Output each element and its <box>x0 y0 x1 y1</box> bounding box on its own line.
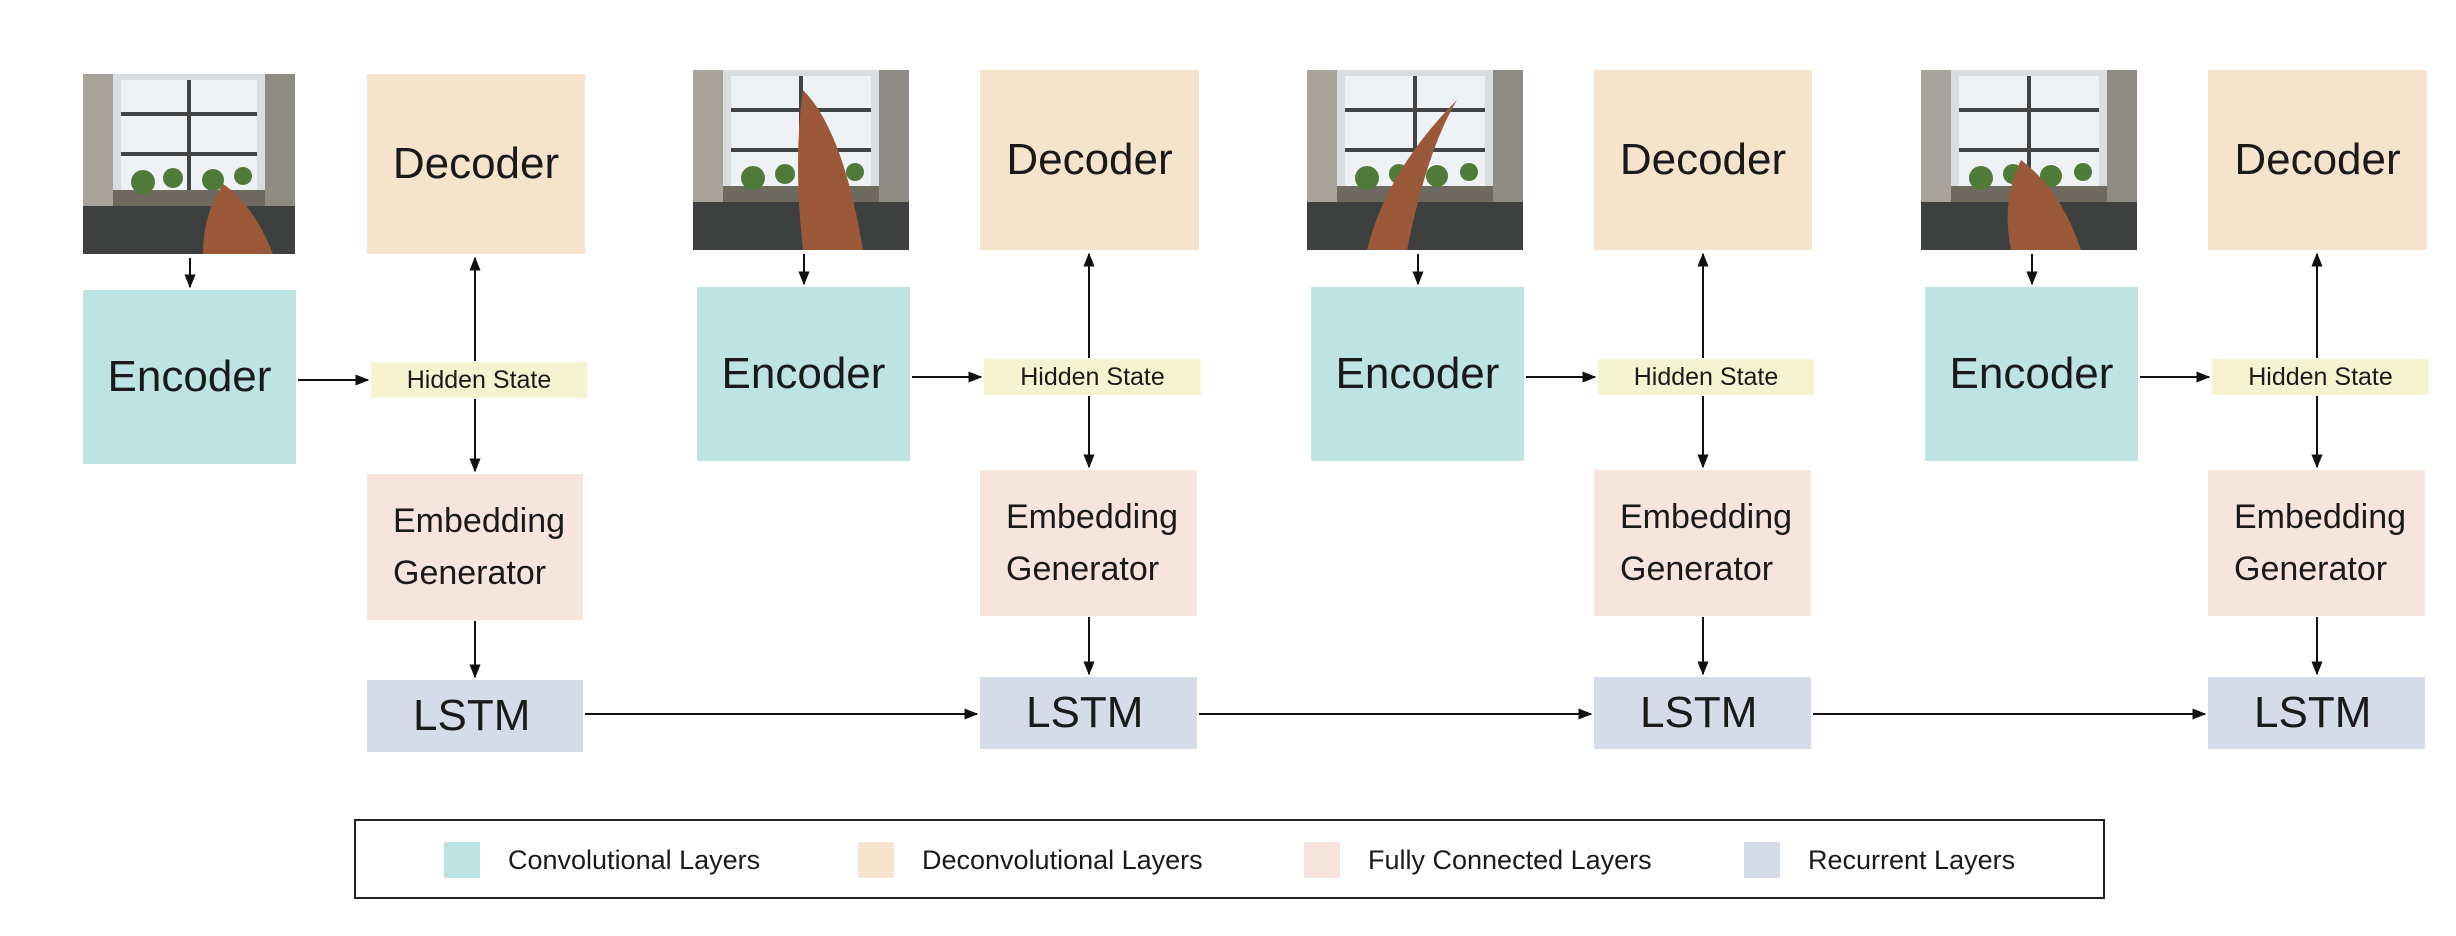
hidden-state-1: Hidden State <box>371 362 587 398</box>
embedding-label-line1: Embedding <box>393 502 566 540</box>
legend-swatch-deconvolutional <box>858 842 894 878</box>
embedding-generator-2: Embedding Generator <box>980 470 1197 616</box>
embedding-generator-4: Embedding Generator <box>2208 470 2425 616</box>
embedding-generator-3: Embedding Generator <box>1594 470 1811 616</box>
encoder-box-3: Encoder <box>1311 287 1524 461</box>
decoder-box-2: Decoder <box>980 70 1199 250</box>
embedding-generator-1: Embedding Generator <box>367 474 583 620</box>
legend-label-deconvolutional: Deconvolutional Layers <box>922 845 1203 875</box>
hidden-state-3: Hidden State <box>1598 359 1814 395</box>
legend: Convolutional Layers Deconvolutional Lay… <box>354 819 2105 899</box>
lstm-box-4: LSTM <box>2208 677 2425 749</box>
lstm-box-1: LSTM <box>367 680 583 752</box>
legend-swatch-fully-connected <box>1304 842 1340 878</box>
embedding-label-line1: Embedding <box>1620 498 1793 536</box>
legend-label-fully-connected: Fully Connected Layers <box>1368 845 1652 875</box>
hidden-state-4: Hidden State <box>2212 359 2429 395</box>
legend-label-recurrent: Recurrent Layers <box>1808 845 2016 875</box>
encoder-box-4: Encoder <box>1925 287 2138 461</box>
lstm-box-2: LSTM <box>980 677 1197 749</box>
video-frame-2 <box>693 70 909 250</box>
legend-label-convolutional: Convolutional Layers <box>508 845 761 875</box>
decoder-box-4: Decoder <box>2208 70 2427 250</box>
embedding-label-line1: Embedding <box>2234 498 2407 536</box>
embedding-label-line2: Generator <box>1006 550 1160 588</box>
decoder-box-1: Decoder <box>367 74 585 254</box>
embedding-label-line2: Generator <box>2234 550 2388 588</box>
video-frame-1 <box>83 74 295 254</box>
embedding-label-line1: Embedding <box>1006 498 1179 536</box>
lstm-box-3: LSTM <box>1594 677 1811 749</box>
encoder-box-2: Encoder <box>697 287 910 461</box>
legend-swatch-recurrent <box>1744 842 1780 878</box>
embedding-label-line2: Generator <box>393 554 547 592</box>
video-frame-3 <box>1307 70 1523 250</box>
video-frame-4 <box>1921 70 2137 250</box>
legend-swatch-convolutional <box>444 842 480 878</box>
encoder-box-1: Encoder <box>83 290 296 464</box>
hidden-state-2: Hidden State <box>984 359 1201 395</box>
embedding-label-line2: Generator <box>1620 550 1774 588</box>
decoder-box-3: Decoder <box>1594 70 1812 250</box>
